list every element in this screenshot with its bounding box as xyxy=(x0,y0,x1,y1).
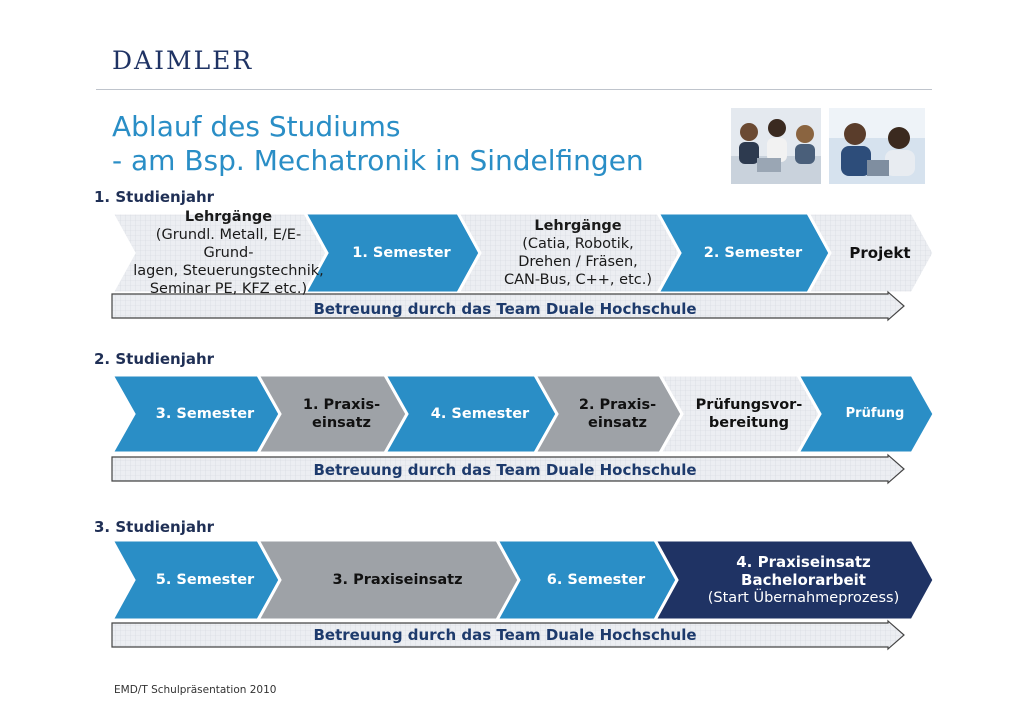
phase-heading: 4. Praxiseinsatz Bachelorarbeit xyxy=(736,553,871,589)
engineers-photo xyxy=(829,108,925,184)
phase-details: (Grundl. Metall, E/E- Grund- lagen, Steu… xyxy=(133,227,324,297)
phase-label-1-2: 1. Semester xyxy=(352,245,451,261)
students-photo xyxy=(731,108,821,184)
phase-label-1-4: 2. Semester xyxy=(703,245,803,261)
phase-label-3-2: 3. Praxiseinsatz xyxy=(332,572,463,588)
support-label-year3: Betreuung durch das Team Duale Hochschul… xyxy=(313,626,697,644)
phase-label-1-5: Projekt xyxy=(849,244,911,262)
daimler-logo: DAIMLER xyxy=(112,46,254,75)
support-bar-2 xyxy=(111,453,905,485)
phase-label-1-3: Lehrgänge (Catia, Robotik, Drehen / Fräse… xyxy=(476,213,680,293)
phase-label-2-6: Prüfung xyxy=(845,406,905,421)
header-divider xyxy=(96,89,932,90)
phase-label-2-2: 1. Praxis- einsatz xyxy=(302,397,381,431)
support-bar-1 xyxy=(111,290,905,322)
page-subtitle: - am Bsp. Mechatronik in Sindelfingen xyxy=(112,144,644,177)
phase-label-2-5: Prüfungsvor- bereitung xyxy=(695,397,803,431)
support-bar-3 xyxy=(111,619,905,651)
phase-chevron-1-5 xyxy=(805,211,936,295)
support-label-year1: Betreuung durch das Team Duale Hochschul… xyxy=(313,300,697,318)
phase-label-2-3: 4. Semester xyxy=(430,406,530,422)
support-label-year2: Betreuung durch das Team Duale Hochschul… xyxy=(313,461,697,479)
phase-details: (Start Übernahmeprozess) xyxy=(707,590,900,606)
phase-chevron-3-4 xyxy=(652,538,936,622)
phase-heading: Lehrgänge xyxy=(184,209,273,225)
page-title: Ablauf des Studiums xyxy=(112,110,401,143)
phase-label-3-1: 5. Semester xyxy=(155,572,255,588)
phase-label-3-3: 6. Semester xyxy=(546,572,646,588)
year-label-1: 1. Studienjahr xyxy=(94,188,215,206)
phase-heading: Lehrgänge xyxy=(534,218,622,234)
year-label-2: 2. Studienjahr xyxy=(94,350,215,368)
footer-text: EMD/T Schulpräsentation 2010 xyxy=(114,684,277,696)
phase-details: (Catia, Robotik, Drehen / Fräsen, CAN-Bu… xyxy=(503,236,652,288)
year-label-3: 3. Studienjahr xyxy=(94,518,215,536)
phase-label-3-4: 4. Praxiseinsatz Bachelorarbeit(Start Üb… xyxy=(673,540,934,620)
phase-chevron-2-6 xyxy=(795,373,936,455)
phase-label-1-1: Lehrgänge (Grundl. Metall, E/E- Grund- la… xyxy=(130,209,327,297)
phase-label-2-1: 3. Semester xyxy=(155,406,255,422)
phase-label-2-4: 2. Praxis- einsatz xyxy=(578,397,657,431)
